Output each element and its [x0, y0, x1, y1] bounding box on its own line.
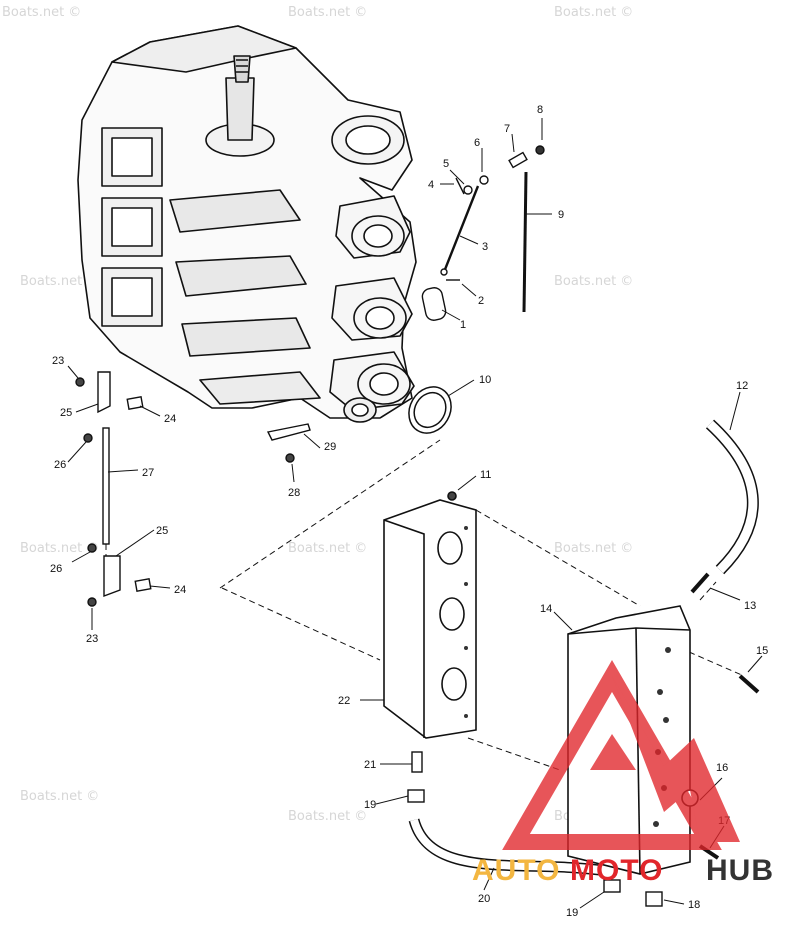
callout-11: 11: [480, 469, 491, 481]
screw-26-upper: [83, 433, 93, 443]
logo-triangle-center: [590, 734, 636, 770]
callout-25-upper: 25: [60, 407, 72, 419]
clamp-19-upper: [407, 789, 425, 803]
bracket-assembly: [75, 371, 311, 607]
callout-27: 27: [142, 467, 154, 479]
callout-10: 10: [479, 374, 491, 386]
callout-23-upper: 23: [52, 355, 64, 367]
callout-26-lower: 26: [50, 563, 62, 575]
callout-3: 3: [482, 241, 488, 253]
screw-28: [285, 453, 295, 463]
logo-triangle-outer: [502, 660, 722, 850]
callout-1: 1: [460, 319, 466, 331]
callout-6: 6: [474, 137, 480, 149]
watermarks: Boats.net © Boats.net © Boats.net © Boat…: [2, 5, 633, 824]
callout-24-lower: 24: [174, 584, 186, 596]
connector-18: [645, 891, 663, 907]
rod-9: [522, 171, 528, 313]
clip-24-lower: [134, 578, 152, 592]
clamp-19-lower: [603, 879, 621, 893]
cover-14: [567, 605, 760, 875]
clip-4: [455, 177, 465, 195]
fittings: [407, 751, 663, 907]
watermark: Boats.net ©: [288, 541, 367, 556]
rod-end: [440, 268, 448, 276]
brand-auto: AUTO: [472, 854, 560, 887]
brand-logo: [502, 660, 740, 850]
bushing-1: [421, 287, 447, 321]
callout-22: 22: [338, 695, 350, 707]
callout-28: 28: [288, 487, 300, 499]
callout-14: 14: [540, 603, 552, 615]
callout-4: 4: [428, 179, 434, 191]
nut-23-upper: [75, 377, 85, 387]
logo-triangle-inner: [612, 676, 740, 842]
screw-15: [738, 674, 760, 694]
watermark: Boats.net ©: [2, 5, 81, 20]
watermark: Boats.net ©: [288, 5, 367, 20]
fitting-21: [411, 751, 423, 773]
brand-hub: HUB: [706, 854, 774, 887]
callout-19-lower: 19: [566, 907, 578, 919]
nut-23-lower: [87, 597, 97, 607]
link-rod-27: [102, 427, 110, 545]
callout-29: 29: [324, 441, 336, 453]
rod-3: [442, 185, 480, 273]
washer-6: [479, 175, 489, 185]
watermark: Boats.net ©: [20, 274, 99, 289]
watermark: Boats.net ©: [554, 5, 633, 20]
callout-23-lower: 23: [86, 633, 98, 645]
callout-9: 9: [558, 209, 564, 221]
watermark: Boats.net ©: [20, 789, 99, 804]
callout-8: 8: [537, 104, 543, 116]
callout-7: 7: [504, 123, 510, 135]
bracket-29: [266, 423, 311, 441]
washer-5: [463, 185, 473, 195]
callout-2: 2: [478, 295, 484, 307]
bracket-25-lower: [103, 555, 121, 598]
callout-labels: 1 2 3 4 5 6 7 8 9 10 11 12 13 14 15 16 1…: [50, 104, 768, 919]
brand-wordmark: AUTO MOTO HUB: [472, 854, 774, 887]
fitting-7: [508, 151, 528, 169]
gasket-10: [408, 386, 452, 434]
callout-16: 16: [716, 762, 728, 774]
watermark: Boats.net ©: [554, 274, 633, 289]
callout-12: 12: [736, 380, 748, 392]
watermark: Boats.net ©: [20, 541, 99, 556]
clip-24-upper: [126, 396, 144, 410]
watermark: Boats.net ©: [288, 809, 367, 824]
callout-5: 5: [443, 158, 449, 170]
callout-20: 20: [478, 893, 490, 905]
screw-26-lower: [87, 543, 97, 553]
brand-moto: MOTO: [570, 854, 663, 887]
cover-22: [383, 491, 477, 739]
callout-26-upper: 26: [54, 459, 66, 471]
callout-13: 13: [744, 600, 756, 612]
cap-8: [535, 145, 545, 155]
callout-25-lower: 25: [156, 525, 168, 537]
watermark: Boats.net ©: [554, 541, 633, 556]
hose-20: [408, 818, 601, 876]
callout-24-upper: 24: [164, 413, 176, 425]
callout-18: 18: [688, 899, 700, 911]
callout-21: 21: [364, 759, 376, 771]
choke-linkage: [421, 145, 545, 321]
bolt-11: [447, 491, 457, 501]
fitting-13: [690, 572, 710, 594]
engine-block: [77, 25, 417, 423]
callout-15: 15: [756, 645, 768, 657]
hose-12: [690, 419, 759, 594]
callout-19-upper: 19: [364, 799, 376, 811]
bracket-25-upper: [97, 371, 111, 414]
